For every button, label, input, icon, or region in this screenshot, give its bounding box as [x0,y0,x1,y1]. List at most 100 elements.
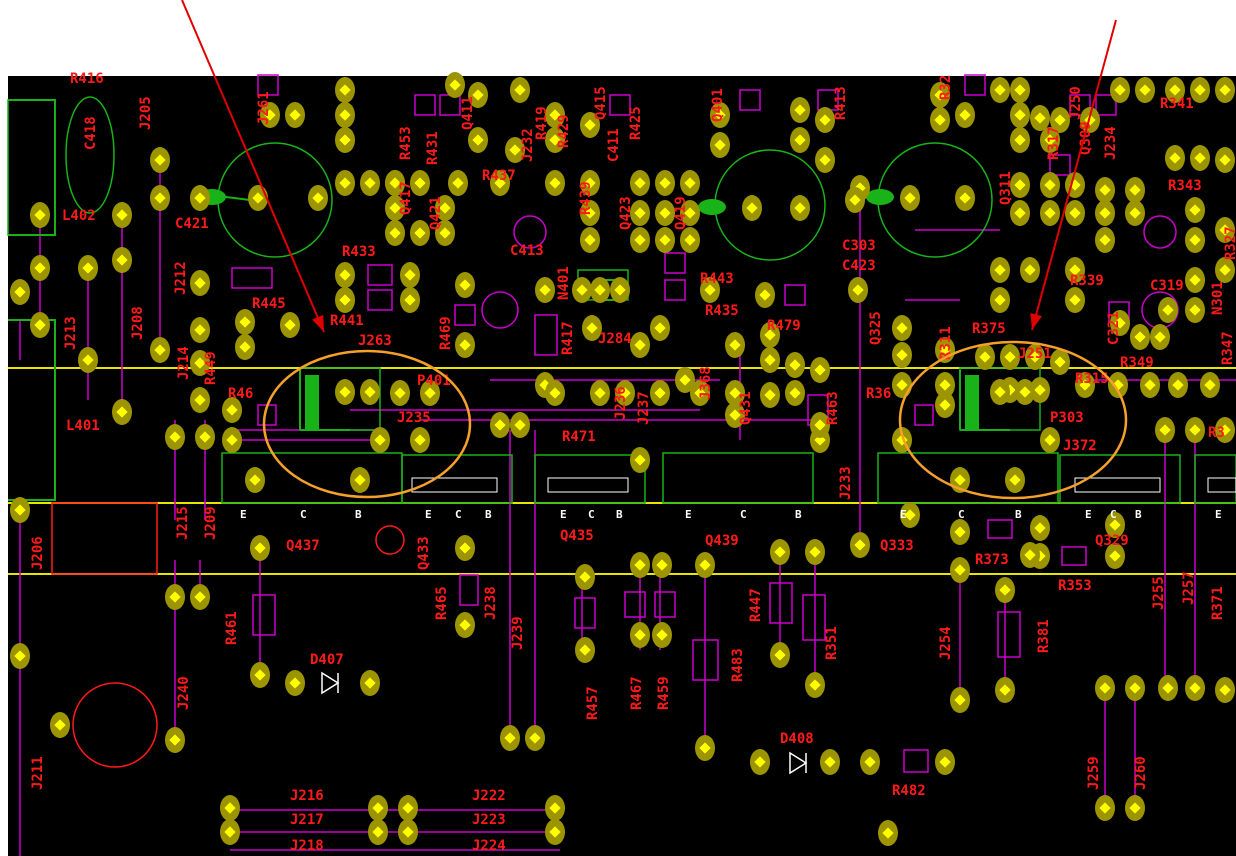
pad [1158,675,1178,701]
component-label: R375 [972,321,1006,337]
transistor-pin-label: B [1015,508,1022,521]
pad-hole [684,234,696,246]
pad [770,539,790,565]
pad [580,200,600,226]
pad [385,195,405,221]
component-label: J235 [397,410,431,426]
pad-hole [54,719,66,731]
callout-arrow-head [312,314,324,332]
resistor-body [1061,546,1087,566]
resistor-body [664,279,686,301]
component-label: J232 [520,128,536,162]
resistor-body [454,304,476,326]
pad [1065,257,1085,283]
component-label: J240 [176,676,192,710]
pad [950,687,970,713]
pad-hole [154,192,166,204]
pad [190,270,210,296]
component-label: R469 [438,316,454,350]
pad-hole [1129,682,1141,694]
transistor-pin-label: C [455,508,462,521]
pad-hole [549,387,561,399]
component-outline [1143,215,1177,249]
pad-hole [1009,474,1021,486]
component-label: N401 [556,266,572,300]
pad [1185,417,1205,443]
pad-hole [579,644,591,656]
component-label: J257 [1181,571,1197,605]
pad-hole [1054,114,1066,126]
component-label: R437 [482,168,516,184]
component-label: Q333 [880,538,914,554]
pad [190,387,210,413]
pad-hole [659,207,671,219]
component-label: P303 [1050,410,1084,426]
pad-hole [1099,682,1111,694]
pad-hole [576,284,588,296]
pad-hole [284,319,296,331]
pad [580,227,600,253]
pad-hole [504,732,516,744]
component-label: R482 [892,783,926,799]
pad [250,662,270,688]
pad-hole [896,322,908,334]
pad-hole [424,387,436,399]
component-label: J208 [130,306,146,340]
component-label: R449 [203,351,219,385]
pad [165,727,185,753]
pad [760,382,780,408]
component-label: Q435 [560,528,594,544]
pad-hole [252,192,264,204]
pad [10,497,30,523]
pad [760,347,780,373]
pad [250,535,270,561]
pad-hole [226,434,238,446]
pad [280,312,300,338]
pad [950,519,970,545]
component-label: J205 [138,96,154,130]
pad [335,77,355,103]
component-label: Q439 [705,533,739,549]
pad-hole [1069,264,1081,276]
component-label: Q433 [416,536,432,570]
pad [1000,344,1020,370]
pad-hole [1169,152,1181,164]
pad-hole [659,177,671,189]
pad [955,185,975,211]
component-label: Q311 [998,171,1014,205]
pad [468,82,488,108]
pad-hole [1144,379,1156,391]
pad-hole [1029,351,1041,363]
pad [990,257,1010,283]
pad-hole [1099,234,1111,246]
pad [1200,372,1220,398]
pad-hole [1129,184,1141,196]
component-label: Q325 [868,311,884,345]
pad-hole [904,509,916,521]
board-background [8,76,1236,856]
component-label: J263 [358,333,392,349]
pad [335,170,355,196]
pad-hole [714,139,726,151]
highlight-ellipse-p303 [898,340,1128,500]
component-label: Q423 [618,196,634,230]
component-label: R416 [70,71,104,87]
pad-hole [994,264,1006,276]
component-label: R439 [578,181,594,215]
heatsink-slot [547,477,629,493]
pad [695,735,715,761]
pad [1130,324,1150,350]
component-label: R453 [398,126,414,160]
pad-hole [1162,304,1174,316]
component-label: R435 [705,303,739,319]
component-label: R459 [656,676,672,710]
component-label: N301 [1210,281,1226,315]
pad [545,102,565,128]
component-label: R431 [425,131,441,165]
pad [675,367,695,393]
pad-hole [1024,549,1036,561]
pad [445,72,465,98]
pad [455,332,475,358]
pad-hole [694,387,706,399]
pad-hole [729,387,741,399]
